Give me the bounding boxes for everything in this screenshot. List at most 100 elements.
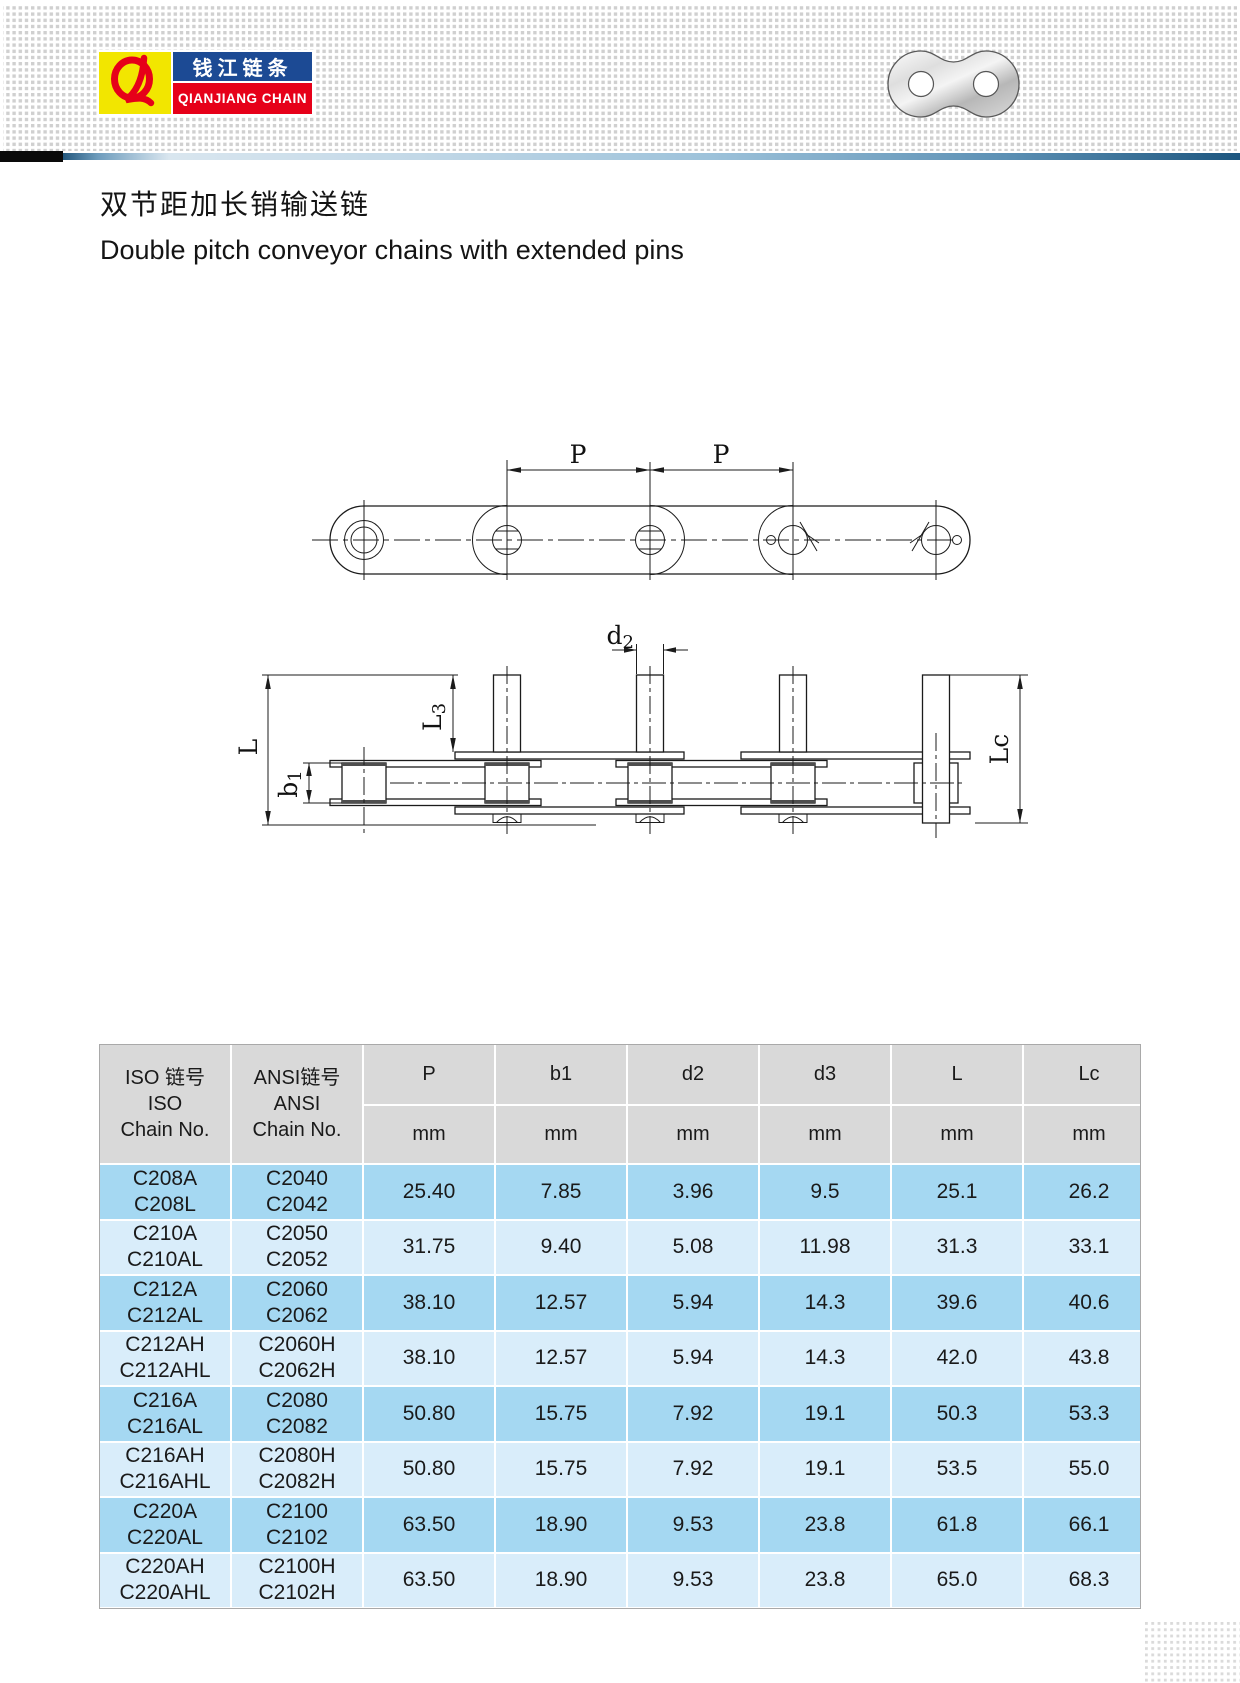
cell-lc: 40.6 — [1024, 1276, 1140, 1330]
cell-b1: 15.75 — [496, 1442, 626, 1496]
cell-p: 50.80 — [364, 1387, 494, 1441]
cell-d3: 9.5 — [760, 1165, 890, 1219]
cell-d2: 3.96 — [628, 1165, 758, 1219]
cell-l: 39.6 — [892, 1276, 1022, 1330]
cell-l: 31.3 — [892, 1220, 1022, 1274]
header-divider-black — [0, 151, 63, 162]
cell-l: 42.0 — [892, 1331, 1022, 1385]
cell-p: 38.10 — [364, 1331, 494, 1385]
cell-d3: 19.1 — [760, 1387, 890, 1441]
dim-label-L: L — [234, 739, 263, 756]
unit-cell: mm — [364, 1106, 494, 1163]
ql-monogram-icon — [111, 54, 155, 107]
halftone-pattern-bottom-right — [1145, 1622, 1240, 1683]
cell-d3: 14.3 — [760, 1276, 890, 1330]
col-header-Lc: Lc — [1024, 1045, 1140, 1104]
top-view-drawing: P P — [312, 440, 971, 580]
header-divider-gradient — [63, 153, 1240, 160]
dim-label-Lc: Lc — [985, 734, 1014, 765]
dim-label-d2: d2 — [607, 621, 634, 653]
col-header-iso: ISO 链号 ISO Chain No. — [100, 1045, 230, 1163]
side-view-drawing: L L3 b1 d2 Lc — [234, 621, 1028, 838]
spec-table-wrapper: ISO 链号 ISO Chain No. ANSI链号 ANSI Chain N… — [99, 1044, 1141, 1609]
cell-lc: 33.1 — [1024, 1220, 1140, 1274]
cell-d2: 9.53 — [628, 1498, 758, 1552]
unit-cell: mm — [892, 1106, 1022, 1163]
dim-label-b1: b1 — [274, 770, 306, 797]
cell-b1: 9.40 — [496, 1220, 626, 1274]
cell-d2: 7.92 — [628, 1442, 758, 1496]
dim-label-pitch-1: P — [570, 440, 587, 469]
cell-p: 38.10 — [364, 1276, 494, 1330]
cell-lc: 53.3 — [1024, 1387, 1140, 1441]
cell-p: 63.50 — [364, 1498, 494, 1552]
cell-b1: 18.90 — [496, 1553, 626, 1607]
cell-lc: 26.2 — [1024, 1165, 1140, 1219]
unit-cell: mm — [628, 1106, 758, 1163]
cell-p: 25.40 — [364, 1165, 494, 1219]
unit-cell: mm — [1024, 1106, 1140, 1163]
cell-d2: 9.53 — [628, 1553, 758, 1607]
cell-p: 50.80 — [364, 1442, 494, 1496]
chain-plate-image — [887, 50, 1020, 118]
cell-b1: 12.57 — [496, 1331, 626, 1385]
cell-b1: 7.85 — [496, 1165, 626, 1219]
cell-d3: 14.3 — [760, 1331, 890, 1385]
cell-lc: 66.1 — [1024, 1498, 1140, 1552]
spec-table: ISO 链号 ISO Chain No. ANSI链号 ANSI Chain N… — [100, 1045, 1140, 1608]
cell-l: 53.5 — [892, 1442, 1022, 1496]
cell-l: 61.8 — [892, 1498, 1022, 1552]
page-title-cn: 双节距加长销输送链 — [100, 189, 371, 220]
col-header-P: P — [364, 1045, 494, 1104]
col-header-d3: d3 — [760, 1045, 890, 1104]
cell-d3: 19.1 — [760, 1442, 890, 1496]
cell-d2: 7.92 — [628, 1387, 758, 1441]
cell-d2: 5.94 — [628, 1331, 758, 1385]
unit-cell: mm — [760, 1106, 890, 1163]
cell-lc: 55.0 — [1024, 1442, 1140, 1496]
col-header-L: L — [892, 1045, 1022, 1104]
cell-b1: 15.75 — [496, 1387, 626, 1441]
cell-d2: 5.94 — [628, 1276, 758, 1330]
cell-l: 50.3 — [892, 1387, 1022, 1441]
dim-label-L3: L3 — [418, 703, 450, 731]
cell-d3: 11.98 — [760, 1220, 890, 1274]
logo-text-column: 钱江链条 QIANJIANG CHAIN — [173, 52, 312, 114]
dim-label-pitch-2: P — [713, 440, 730, 469]
logo-monogram-box — [99, 52, 171, 114]
company-logo: 钱江链条 QIANJIANG CHAIN — [97, 50, 314, 116]
logo-brand-cn: 钱江链条 — [173, 52, 312, 81]
cell-lc: 43.8 — [1024, 1331, 1140, 1385]
cell-l: 25.1 — [892, 1165, 1022, 1219]
cell-lc: 68.3 — [1024, 1553, 1140, 1607]
cell-d3: 23.8 — [760, 1553, 890, 1607]
col-header-ansi: ANSI链号 ANSI Chain No. — [232, 1045, 362, 1163]
technical-drawing: P P — [234, 440, 1028, 838]
cell-b1: 18.90 — [496, 1498, 626, 1552]
logo-brand-en: QIANJIANG CHAIN — [173, 83, 312, 114]
col-header-b1: b1 — [496, 1045, 626, 1104]
